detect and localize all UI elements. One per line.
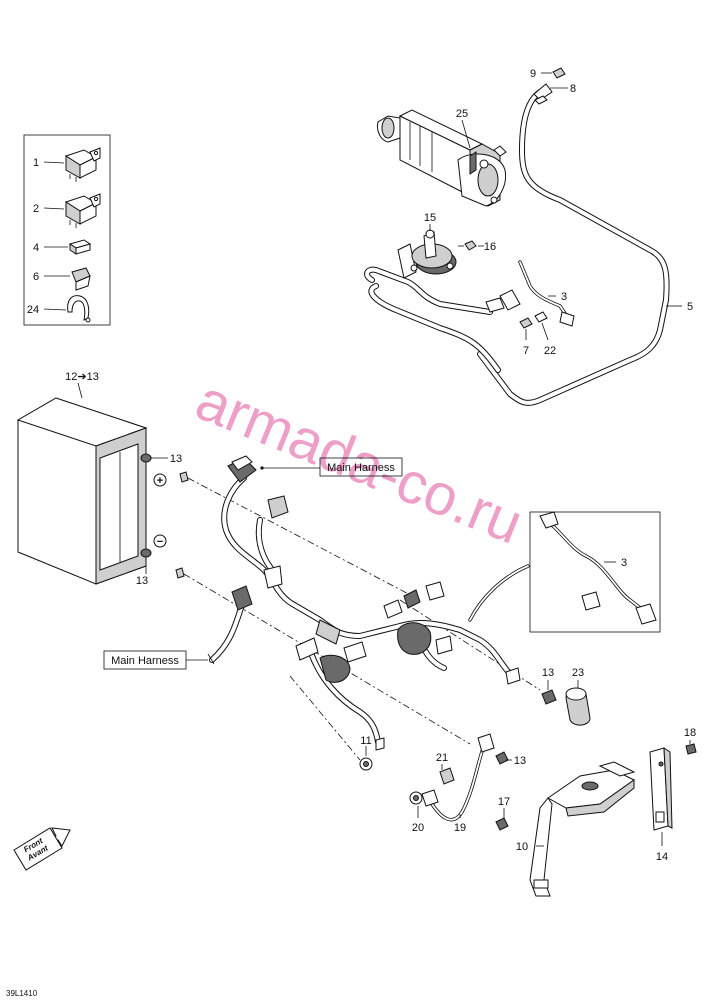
main-harness-label-2: Main Harness [111, 655, 179, 667]
cable-5: 5 [477, 83, 693, 406]
callout-7: 7 [523, 345, 529, 357]
callout-5: 5 [687, 301, 693, 313]
callout-9: 9 [530, 68, 536, 80]
main-harness-label-1: Main Harness [327, 462, 395, 474]
callout-1: 1 [33, 157, 39, 169]
ground-cable: 13 21 20 19 [409, 733, 526, 834]
main-harness-label-left: Main Harness [103, 650, 208, 670]
callout-13-ground: 13 [514, 755, 526, 767]
main-harness-label-top: Main Harness [260, 457, 403, 477]
callout-14: 14 [656, 851, 668, 863]
callout-12-13: 12➔13 [65, 371, 99, 383]
relay-1-part [64, 147, 101, 182]
callout-3-top: 3 [561, 291, 567, 303]
callout-4: 4 [33, 242, 39, 254]
cable-3-inset: 3 [529, 511, 661, 633]
callout-25: 25 [456, 108, 468, 120]
main-harness [207, 455, 530, 751]
battery-bracket: 18 17 10 14 [495, 727, 697, 897]
nut-washer-top: 9 8 [530, 67, 576, 105]
callout-17: 17 [498, 796, 510, 808]
front-direction-arrow: Front Avant [13, 827, 71, 871]
callout-23: 23 [572, 667, 584, 679]
terminal-cover: 13 23 [541, 667, 591, 726]
callout-2: 2 [33, 203, 39, 215]
callout-19: 19 [454, 822, 466, 834]
callout-10: 10 [516, 841, 528, 853]
drawing-id: 39L1410 [6, 989, 38, 998]
callout-16: 16 [484, 241, 496, 253]
positive-terminal-symbol: + [157, 475, 163, 487]
callout-11: 11 [360, 735, 371, 747]
fuse-part [68, 239, 92, 255]
callout-13-battery-neg: 13 [136, 575, 148, 587]
callout-8: 8 [570, 83, 576, 95]
strap-part [67, 295, 91, 323]
callout-15: 15 [424, 212, 436, 224]
callout-20: 20 [412, 822, 424, 834]
callout-22: 22 [544, 345, 556, 357]
callout-18: 18 [684, 727, 696, 739]
relay-fuse-inset: 1 2 4 6 24 [23, 134, 111, 326]
callout-6: 6 [33, 271, 39, 283]
fuse-holder-part [71, 267, 91, 291]
callout-13-battery-pos: 13 [170, 453, 182, 465]
callout-21: 21 [436, 752, 448, 764]
cable-3-top: 3 7 22 [499, 260, 575, 357]
relay-2-part [64, 193, 101, 228]
callout-13-cover: 13 [542, 667, 554, 679]
callout-3-inset: 3 [621, 557, 627, 569]
starter-solenoid: 15 16 [364, 212, 505, 373]
battery: 12➔13 13 13 + − [16, 371, 189, 587]
washer-11: 11 [359, 735, 373, 771]
starter-motor: 25 [377, 108, 507, 207]
callout-24: 24 [27, 304, 39, 316]
negative-terminal-symbol: − [157, 536, 163, 548]
